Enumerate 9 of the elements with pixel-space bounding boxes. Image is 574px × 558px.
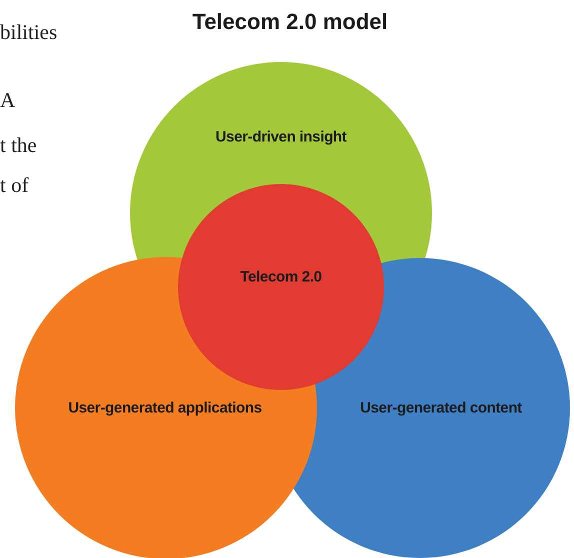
- body-text-fragment: t the: [0, 133, 37, 158]
- body-text-fragment: A: [0, 88, 16, 113]
- circle-label: User-generated content: [360, 400, 522, 416]
- diagram-title: Telecom 2.0 model: [192, 9, 388, 35]
- circle-label: User-driven insight: [216, 128, 346, 146]
- circle-label: Telecom 2.0: [240, 268, 322, 286]
- circle-label: User-generated applications: [68, 400, 262, 416]
- body-text-fragment: bilities: [0, 20, 58, 45]
- body-text-fragment: t of: [0, 173, 29, 198]
